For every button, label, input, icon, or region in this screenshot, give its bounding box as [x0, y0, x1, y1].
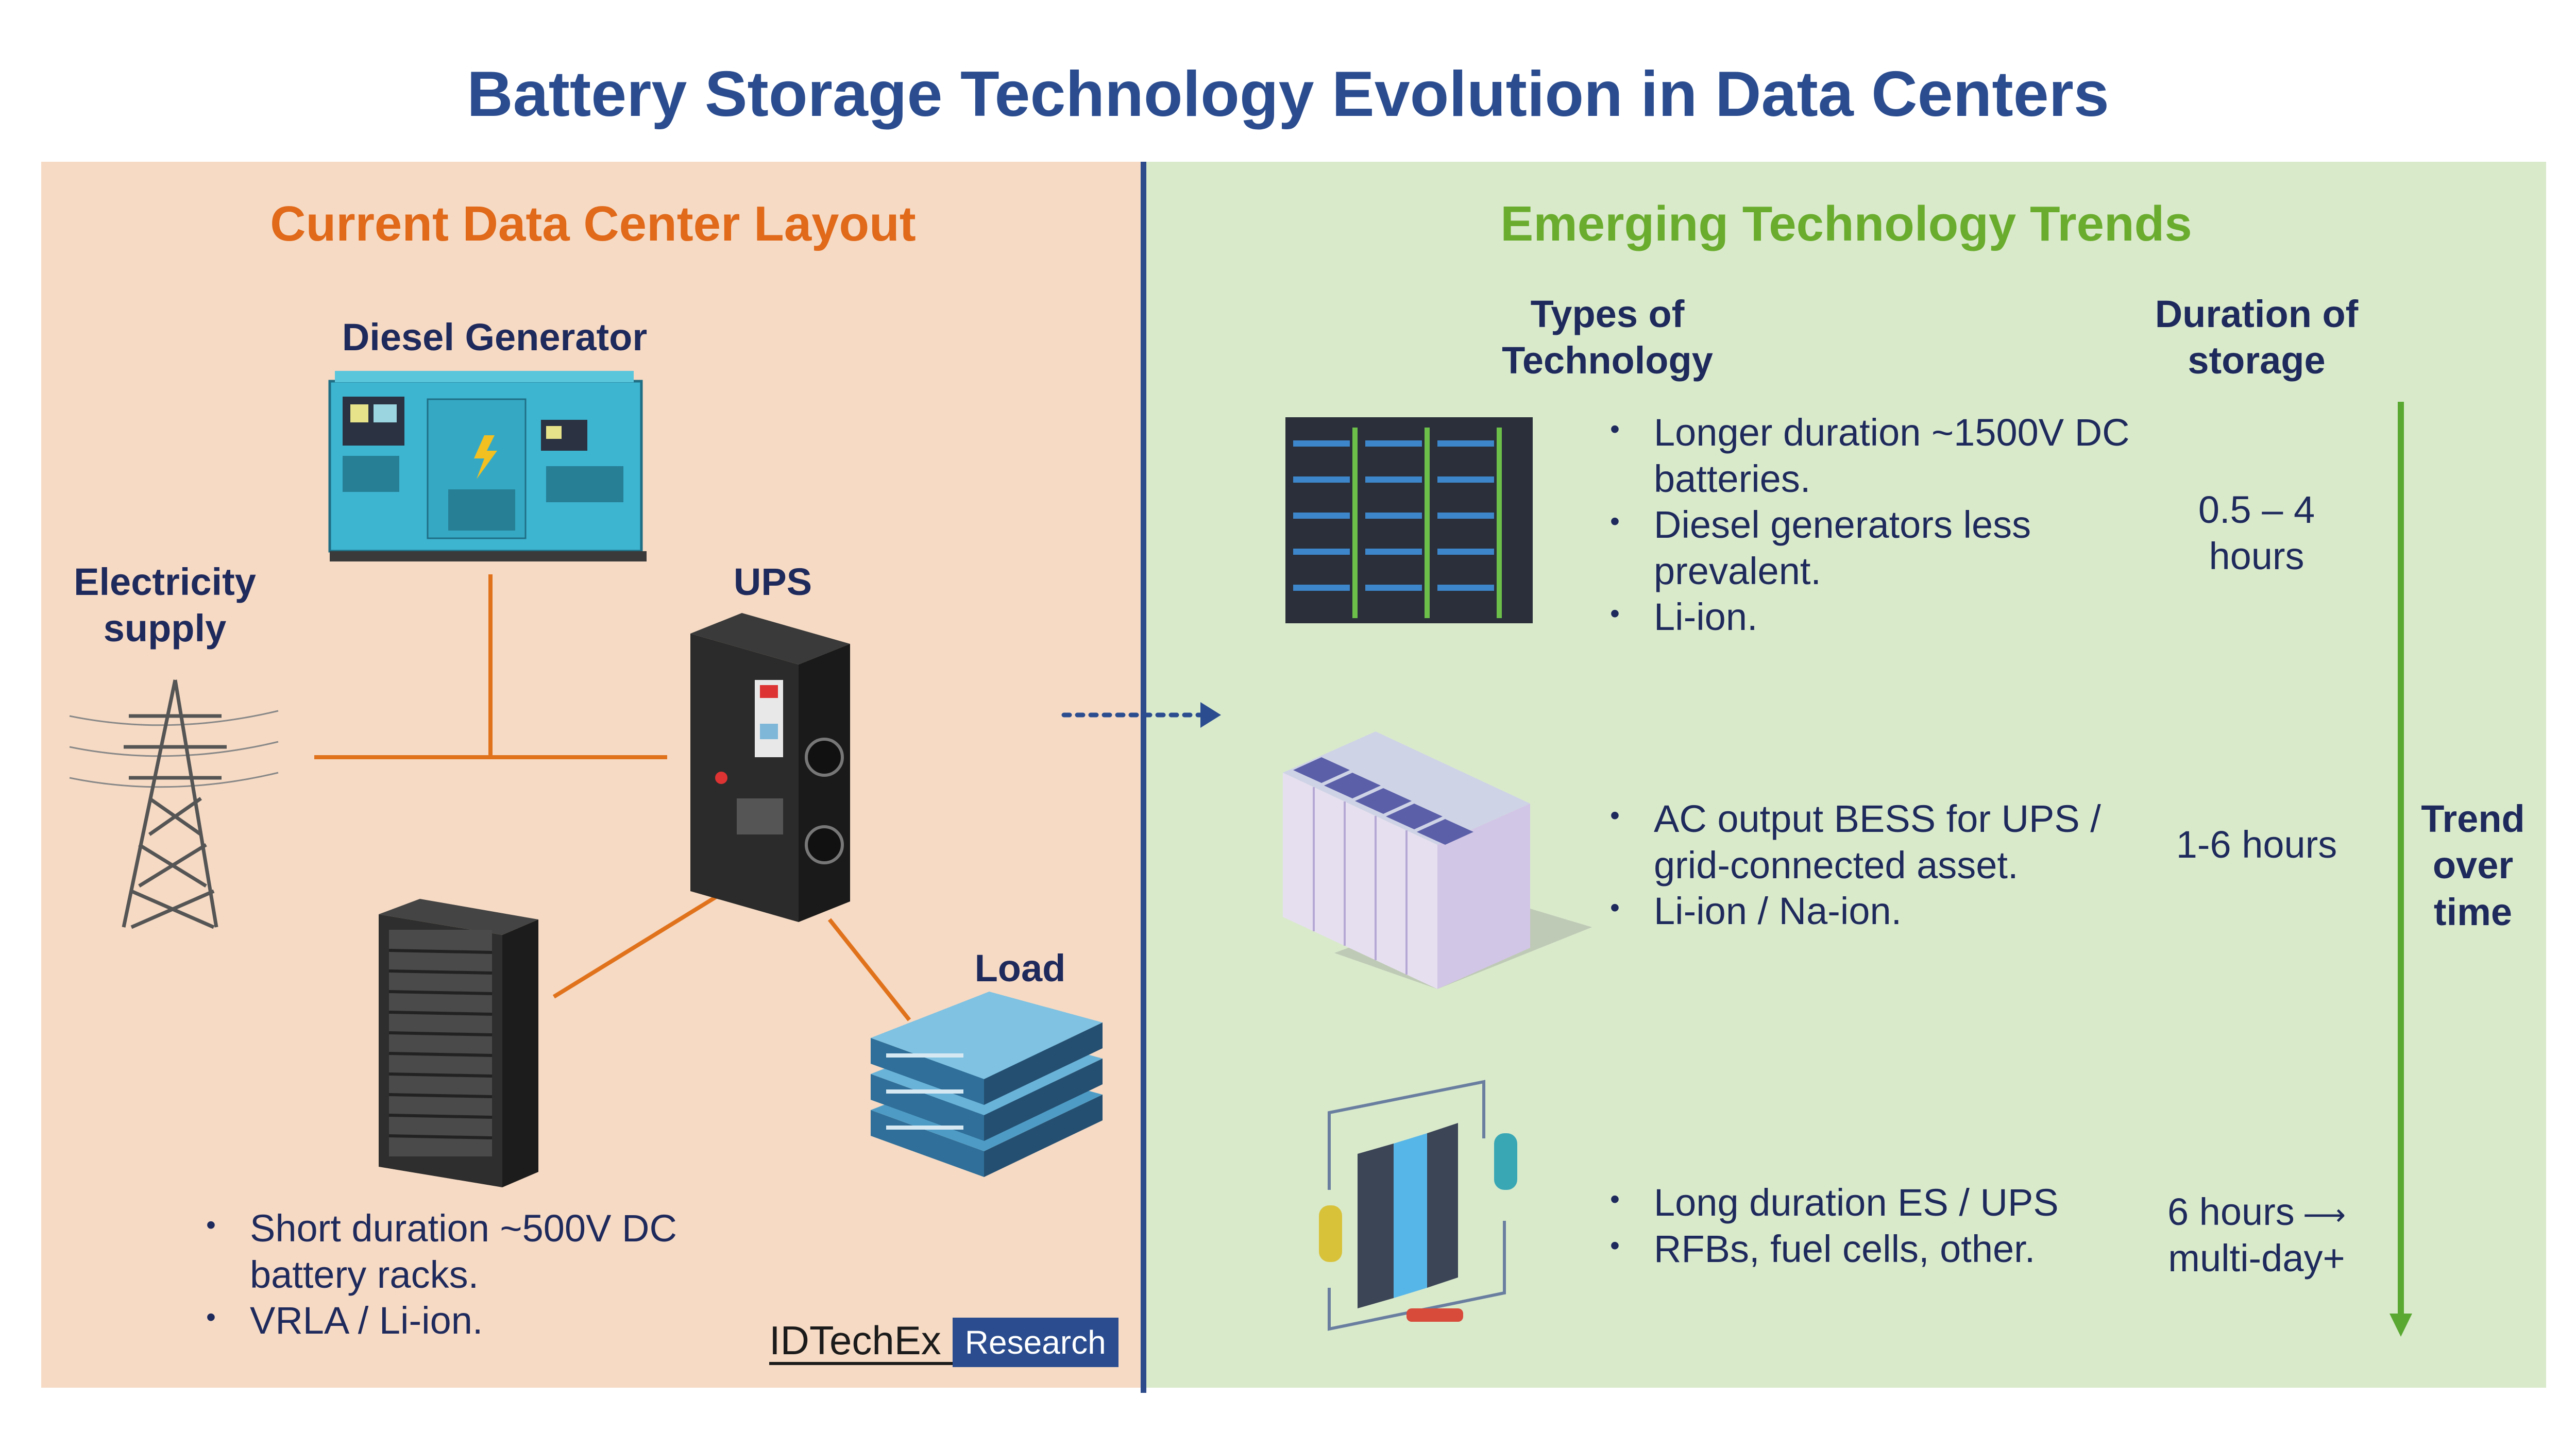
- trend-down-arrow-icon: [2389, 402, 2412, 1337]
- row3-duration-line1: 6 hours: [2167, 1190, 2295, 1233]
- brand-tag: Research: [952, 1318, 1118, 1367]
- diesel-generator-label: Diesel Generator: [342, 316, 648, 359]
- battery-rack-connector: [552, 892, 723, 999]
- left-bullets: Short duration ~500V DC battery racks. V…: [206, 1205, 721, 1344]
- types-of-technology-header: Types of Technology: [1502, 293, 1713, 382]
- brand-name: IDTechEx: [769, 1319, 953, 1365]
- emerging-trends-heading: Emerging Technology Trends: [1500, 196, 2192, 251]
- row2-bullet-1: AC output BESS for UPS / grid-connected …: [1610, 796, 2177, 888]
- row3-duration-line2: multi-day+: [2168, 1237, 2345, 1280]
- row3-bullets: Long duration ES / UPS RFBs, fuel cells,…: [1610, 1180, 2125, 1272]
- battery-rack-icon: [379, 899, 538, 1187]
- server-load-icon: [871, 992, 1103, 1177]
- diesel-generator-icon: [328, 371, 647, 561]
- current-layout-heading: Current Data Center Layout: [270, 196, 916, 251]
- row1-bullet-3: Li-ion.: [1610, 594, 2156, 640]
- trend-over-time-label: Trend over time: [2421, 797, 2525, 933]
- ups-icon: [690, 613, 850, 922]
- row3-bullet-1: Long duration ES / UPS: [1610, 1180, 2125, 1226]
- load-connector: [827, 918, 911, 1021]
- idtechex-brand: IDTechEx Research: [769, 1318, 1118, 1367]
- left-bullet-1: Short duration ~500V DC battery racks.: [206, 1205, 721, 1298]
- page-title: Battery Storage Technology Evolution in …: [467, 59, 2109, 130]
- panel-divider: [1141, 162, 1146, 1393]
- bess-container-icon: [1283, 731, 1592, 989]
- row1-bullets: Longer duration ~1500V DC batteries. Die…: [1610, 410, 2156, 640]
- current-layout-panel: [41, 162, 1145, 1388]
- dc-battery-racks-icon: [1285, 417, 1533, 623]
- electricity-pylon-icon: [69, 679, 279, 929]
- flow-battery-icon: [1319, 1080, 1517, 1331]
- load-label: Load: [974, 947, 1066, 990]
- duration-of-storage-header: Duration of storage: [2155, 293, 2359, 382]
- row2-bullet-2: Li-ion / Na-ion.: [1610, 888, 2177, 934]
- row2-bullets: AC output BESS for UPS / grid-connected …: [1610, 796, 2177, 934]
- right-arrow-icon: ⟶: [2294, 1198, 2346, 1232]
- row3-duration: 6 hours ⟶ multi-day+: [2148, 1189, 2365, 1282]
- row1-bullet-2: Diesel generators less prevalent.: [1610, 502, 2156, 594]
- ups-label: UPS: [733, 560, 812, 603]
- dotted-arrow: [1061, 702, 1221, 728]
- row3-bullet-2: RFBs, fuel cells, other.: [1610, 1226, 2125, 1272]
- row1-bullet-1: Longer duration ~1500V DC batteries.: [1610, 410, 2156, 502]
- left-bullet-2: VRLA / Li-ion.: [206, 1298, 721, 1344]
- electricity-supply-label: Electricity supply: [74, 560, 256, 650]
- row2-duration: 1-6 hours: [2176, 823, 2337, 866]
- row1-duration: 0.5 – 4 hours: [2198, 488, 2315, 578]
